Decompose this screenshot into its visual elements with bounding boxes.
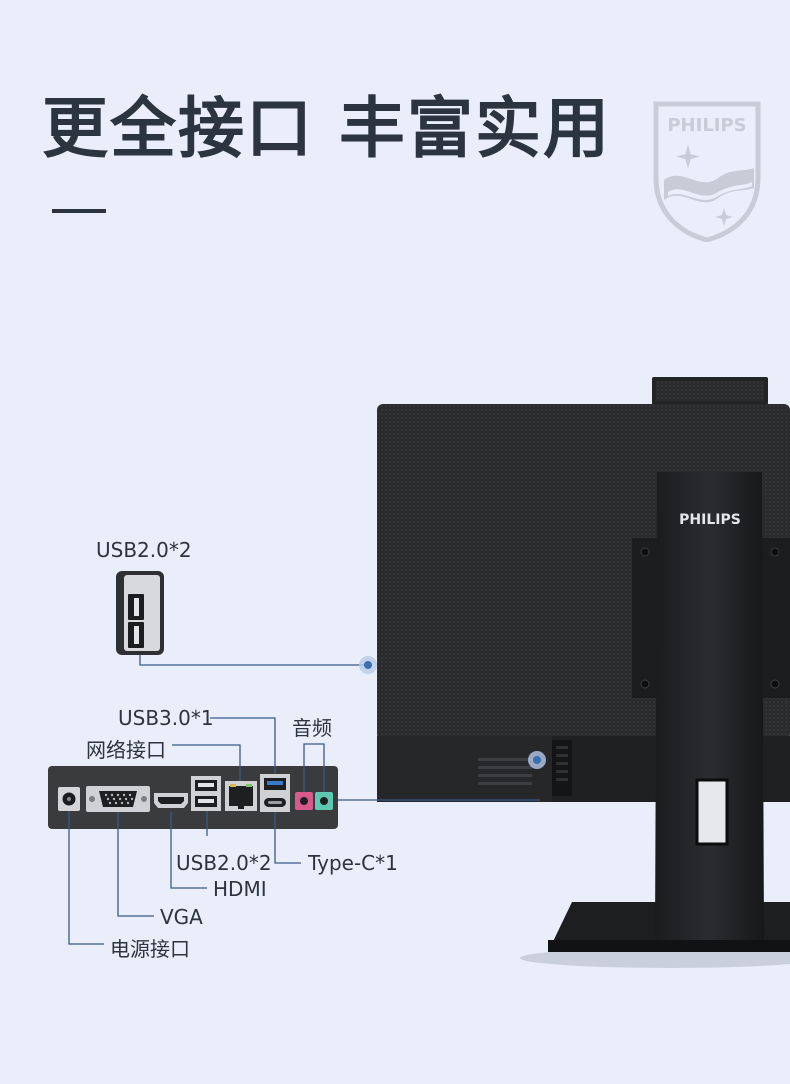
audio-jack-green-icon xyxy=(315,792,333,810)
usb2-ports-icon xyxy=(191,776,221,811)
star-icon xyxy=(676,144,700,169)
vga-label: VGA xyxy=(160,905,203,929)
base-shadow xyxy=(520,948,790,968)
type-c-port-icon xyxy=(264,798,286,807)
typec-label: Type-C*1 xyxy=(308,851,398,875)
leader-line xyxy=(139,655,368,666)
side-usb-label: USB2.0*2 xyxy=(96,538,192,562)
port-leader-lines xyxy=(68,717,325,945)
usb30-label: USB3.0*1 xyxy=(118,706,214,730)
hdmi-label: HDMI xyxy=(213,877,267,901)
vga-port-icon xyxy=(86,786,150,812)
philips-logo-text: PHILIPS xyxy=(667,115,746,136)
page-headline: 更全接口 丰富实用 xyxy=(42,90,611,167)
side-usb-panel xyxy=(116,571,164,655)
usb-port-icon xyxy=(128,594,144,620)
monitor-stand xyxy=(655,472,764,940)
headline-underline xyxy=(52,209,106,213)
stand-brand-text: PHILIPS xyxy=(679,512,741,528)
usb20-label: USB2.0*2 xyxy=(176,851,272,875)
audio-label: 音频 xyxy=(292,716,332,740)
hdmi-port-icon xyxy=(154,793,188,808)
ethernet-port-icon xyxy=(225,781,257,811)
power-label: 电源接口 xyxy=(110,937,190,961)
power-jack-icon xyxy=(58,787,80,811)
usb-port-icon xyxy=(128,622,144,648)
philips-shield-logo: PHILIPS xyxy=(653,101,761,242)
audio-jack-pink-icon xyxy=(295,792,313,810)
network-label: 网络接口 xyxy=(86,738,166,762)
star-icon xyxy=(715,208,733,226)
webcam xyxy=(652,377,768,405)
